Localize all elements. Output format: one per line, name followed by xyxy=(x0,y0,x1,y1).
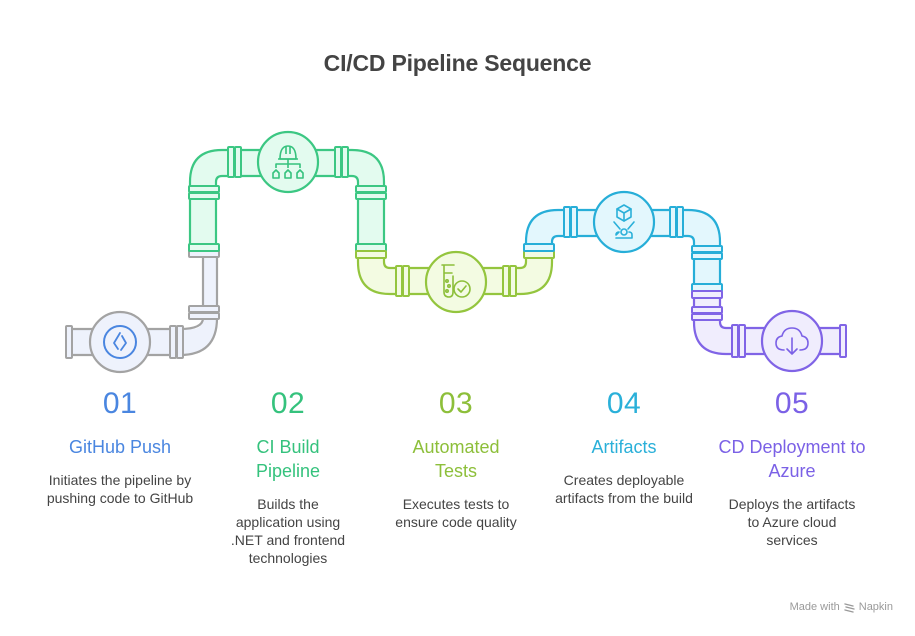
step-number: 04 xyxy=(606,387,642,420)
diagram-title: CI/CD Pipeline Sequence xyxy=(323,50,592,76)
step-number: 05 xyxy=(774,387,810,420)
step-description: Deploys the artifacts to Azure cloud ser… xyxy=(728,496,856,548)
step-1: 01 GitHub Push Initiates the pipeline by… xyxy=(40,387,200,507)
step-title: Artifacts xyxy=(591,437,657,457)
step-4: 04 Artifacts Creates deployable artifact… xyxy=(544,387,704,507)
cloud-download-icon xyxy=(775,327,809,355)
step-1-hub xyxy=(88,310,152,374)
napkin-brand-label: Napkin xyxy=(858,601,893,613)
napkin-logo-icon xyxy=(844,602,855,613)
github-drop-icon xyxy=(103,325,137,359)
test-tube-check-icon xyxy=(441,264,471,298)
step-title: GitHub Push xyxy=(68,437,172,457)
step-2: 02 CI Build Pipeline Builds the applicat… xyxy=(208,387,368,567)
package-build-icon xyxy=(613,204,635,239)
step-4-hub xyxy=(592,190,656,254)
step-title: CD Deployment to Azure xyxy=(718,437,866,481)
made-with-label: Made with xyxy=(789,601,840,613)
step-number: 02 xyxy=(270,387,306,420)
step-5-hub xyxy=(760,309,824,373)
step-title: Automated Tests xyxy=(412,437,500,481)
step-2-hub xyxy=(256,130,320,194)
step-5: 05 CD Deployment to Azure Deploys the ar… xyxy=(712,387,872,549)
step-3-hub xyxy=(424,250,488,314)
hardhat-hierarchy-icon xyxy=(272,145,304,179)
step-number: 03 xyxy=(438,387,474,420)
step-3: 03 Automated Tests Executes tests to ens… xyxy=(376,387,536,531)
step-number: 01 xyxy=(102,387,138,420)
made-with-napkin-badge: Made with Napkin xyxy=(790,601,893,613)
step-description: Executes tests to ensure code quality xyxy=(395,496,517,530)
pipe-segment-4 xyxy=(523,206,723,292)
step-description: Creates deployable artifacts from the bu… xyxy=(555,472,693,506)
step-description: Initiates the pipeline by pushing code t… xyxy=(46,472,194,506)
step-description: Builds the application using .NET and fr… xyxy=(230,496,346,566)
step-title: CI Build Pipeline xyxy=(255,437,321,481)
